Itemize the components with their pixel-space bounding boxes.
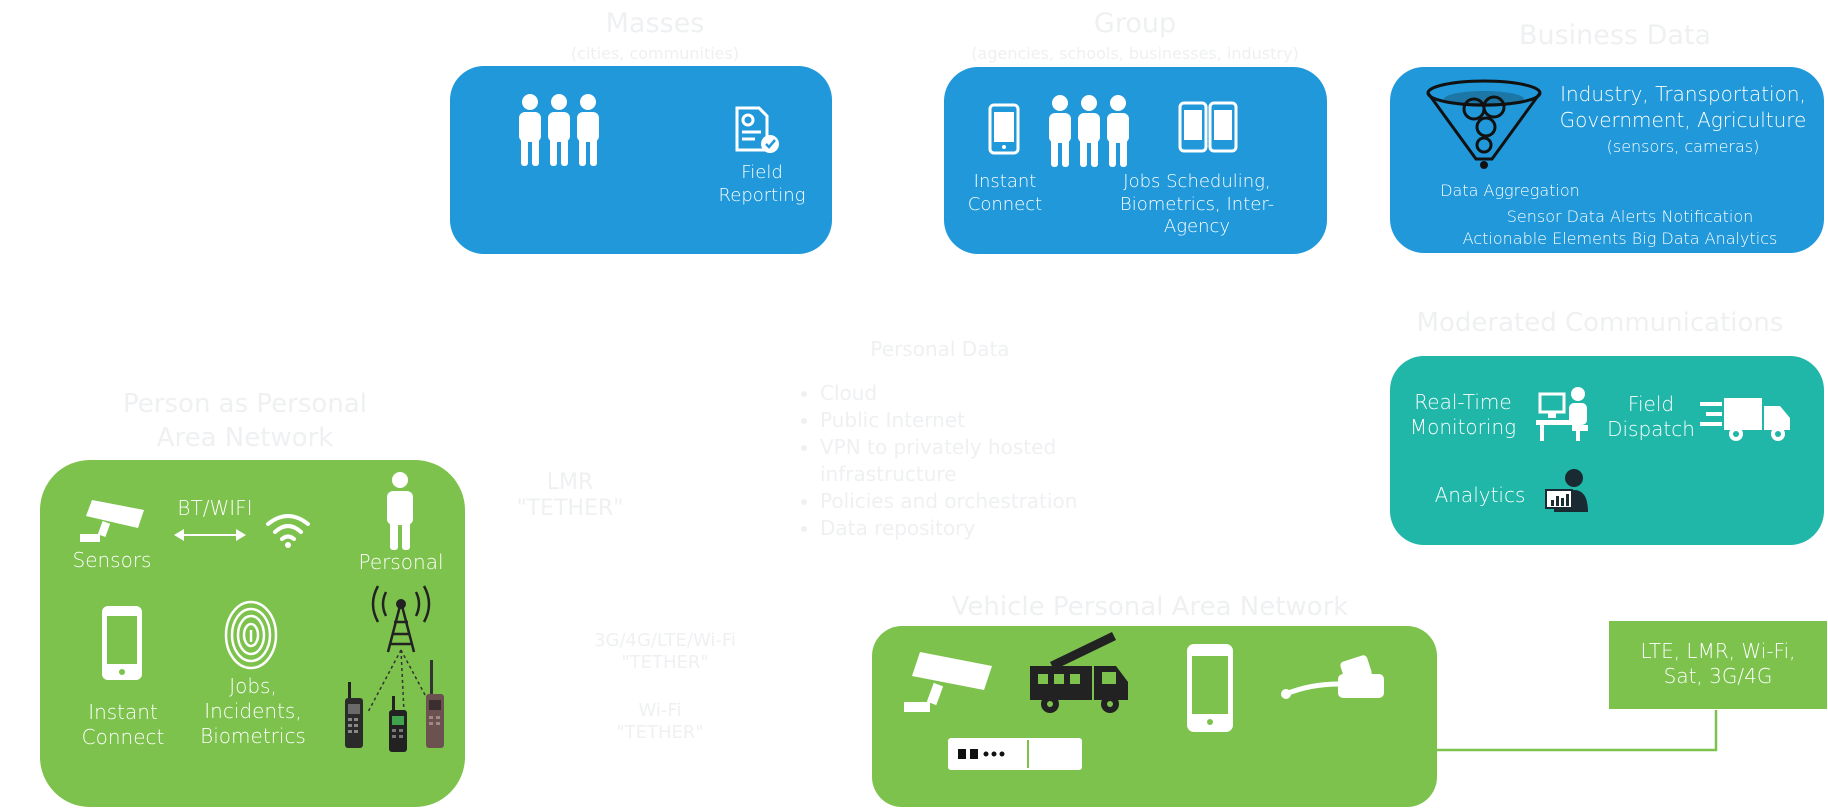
instant-connect-label: Instant Connect	[967, 171, 1043, 215]
operator-workstation-icon	[1536, 387, 1588, 441]
network-types-label: LTE, LMR, Wi-Fi, Sat, 3G/4G	[1640, 639, 1796, 688]
security-camera-icon	[80, 500, 144, 542]
moderated-title: Moderated Communications	[1416, 308, 1784, 338]
personal-data-list: Cloud Public Internet VPN to privately h…	[798, 380, 1110, 542]
delivery-truck-icon	[1700, 398, 1790, 441]
people-group-icon	[519, 94, 599, 166]
person-pan-box: Sensors BT/WIFI Personal Instant Connect…	[40, 460, 465, 807]
analyst-computer-icon	[1545, 469, 1588, 512]
smartphone-icon	[102, 606, 142, 680]
group-box: Instant Connect Jobs Scheduling, Biometr…	[944, 67, 1327, 254]
handheld-radio-icon	[426, 660, 444, 748]
people-group-icon	[1049, 95, 1129, 167]
masses-subtitle: (cities, communities)	[570, 44, 740, 63]
lmr-tether-label: LMR "TETHER"	[516, 470, 624, 522]
list-item: Cloud	[820, 380, 1110, 407]
realtime-monitoring-label: Real-Time Monitoring	[1409, 390, 1517, 439]
smartphone-icon	[988, 103, 1020, 155]
instant-connect-label: Instant Connect	[81, 700, 165, 749]
list-item: Public Internet	[820, 407, 1110, 434]
data-funnel-icon	[1426, 79, 1542, 169]
sensors-cameras-note: (sensors, cameras)	[1606, 137, 1760, 156]
vehicle-pan-box	[872, 626, 1437, 807]
group-subtitle: (agencies, schools, businesses, industry…	[971, 44, 1299, 63]
personal-label: Personal	[358, 550, 444, 574]
handheld-radio-icon	[345, 682, 363, 748]
fingerprint-icon	[224, 600, 278, 670]
business-title: Business Data	[1518, 20, 1712, 51]
report-document-icon	[735, 106, 779, 153]
business-box: Industry, Transportation, Government, Ag…	[1390, 67, 1824, 253]
handheld-radio-icon	[389, 696, 407, 752]
masses-box: Field Reporting	[450, 66, 832, 254]
jobs-incidents-label: Jobs, Incidents, Biometrics	[200, 674, 306, 748]
person-pan-title: Person as Personal Area Network	[123, 389, 367, 453]
list-item: Policies and orchestration	[820, 488, 1110, 515]
network-box: LTE, LMR, Wi-Fi, Sat, 3G/4G	[1609, 621, 1827, 709]
smartphone-icon	[1187, 644, 1233, 732]
field-reporting-label: Field Reporting	[718, 162, 806, 206]
masses-title: Masses	[605, 8, 705, 39]
fire-truck-icon	[1030, 632, 1128, 713]
vehicle-pan-title: Vehicle Personal Area Network	[951, 592, 1349, 622]
cellular-tether-label: 3G/4G/LTE/Wi-Fi "TETHER"	[594, 630, 736, 673]
moderated-box: Real-Time Monitoring Field Dispatch Anal…	[1390, 356, 1824, 545]
personal-data-title: Personal Data	[870, 337, 1010, 361]
sensor-alerts-label: Sensor Data Alerts Notification	[1506, 207, 1754, 226]
bt-wifi-label: BT/WIFI	[177, 496, 253, 520]
list-item: Data repository	[820, 515, 1110, 542]
double-arrow-icon	[174, 529, 246, 541]
router-device-icon	[948, 738, 1082, 770]
body-wearable-icon	[1281, 655, 1384, 699]
person-icon	[387, 472, 413, 550]
sensors-label: Sensors	[72, 548, 152, 572]
radio-tower-icon	[371, 585, 431, 653]
data-aggregation-label: Data Aggregation	[1440, 181, 1580, 200]
group-title: Group	[1093, 8, 1177, 39]
analytics-label: Analytics	[1434, 483, 1526, 507]
list-item: VPN to privately hosted infrastructure	[820, 434, 1110, 488]
business-sectors-label: Industry, Transportation, Government, Ag…	[1559, 82, 1807, 132]
jobs-scheduling-label: Jobs Scheduling, Biometrics, Inter-Agenc…	[1119, 171, 1275, 237]
dual-phones-icon	[1178, 101, 1238, 153]
wifi-signal-icon	[266, 514, 310, 548]
actionable-analytics-label: Actionable Elements Big Data Analytics	[1462, 229, 1778, 248]
security-camera-icon	[904, 652, 992, 712]
field-dispatch-label: Field Dispatch	[1607, 392, 1695, 441]
wifi-tether-label: Wi-Fi "TETHER"	[616, 700, 704, 743]
